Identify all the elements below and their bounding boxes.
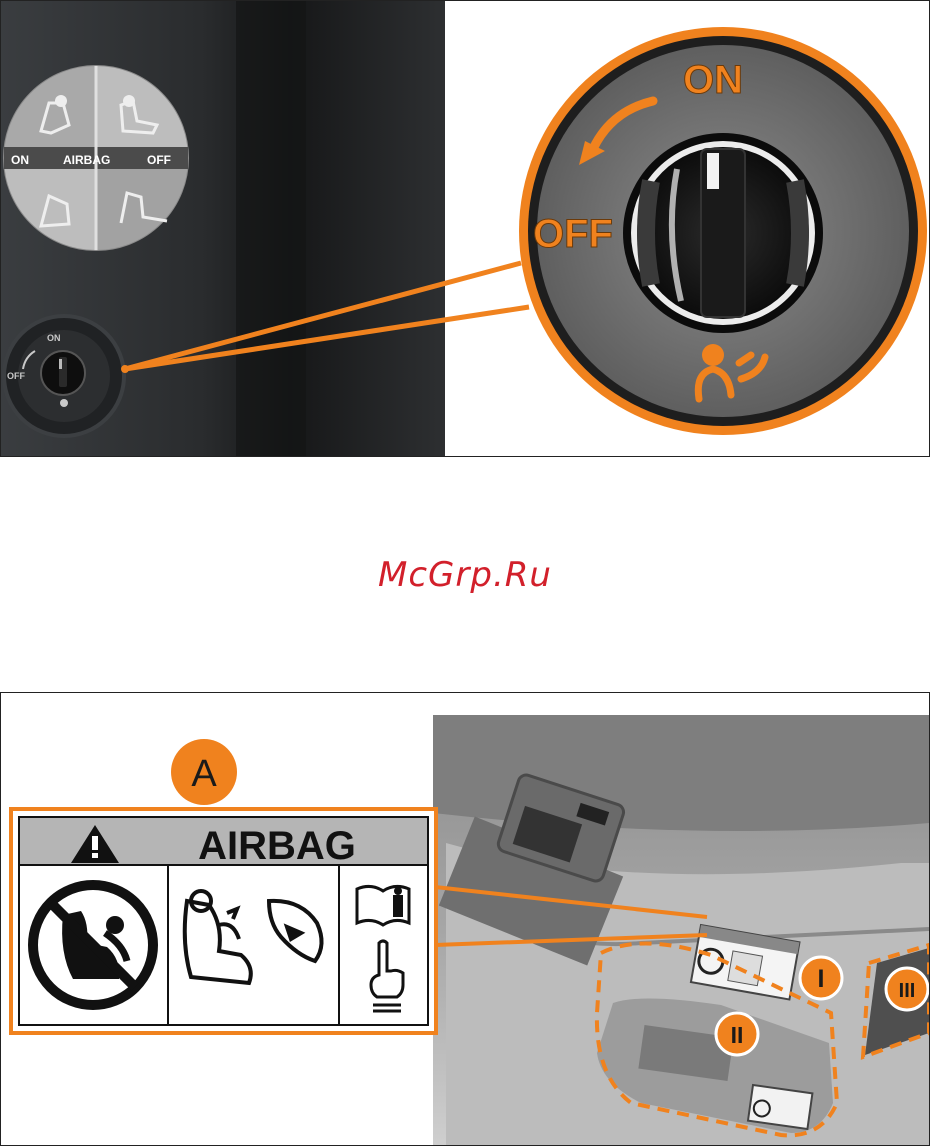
marker-ii: II <box>716 1013 758 1055</box>
marker-iii-label: III <box>899 980 916 1002</box>
marker-i: I <box>800 957 842 999</box>
marker-iii: III <box>886 968 928 1010</box>
airbag-rosette-sticker: ON AIRBAG OFF <box>4 66 188 250</box>
small-switch-on-label: ON <box>47 333 61 343</box>
figure-airbag-switch: ON AIRBAG OFF ON OFF <box>0 0 930 457</box>
rosette-airbag-label: AIRBAG <box>63 153 110 167</box>
rosette-on-label: ON <box>11 153 29 167</box>
callout-a: A <box>171 739 237 805</box>
airbag-key-switch-small: ON OFF <box>4 316 124 436</box>
zoom-on-label: ON <box>683 58 743 102</box>
figure-airbag-switch-svg: ON AIRBAG OFF ON OFF <box>1 1 930 457</box>
figure-airbag-label-svg: I II III A AIRBAG <box>1 693 930 1146</box>
marker-i-label: I <box>818 965 825 993</box>
small-passenger-airbag-icon <box>60 399 68 407</box>
airbag-switch-zoom: ON OFF <box>519 27 927 435</box>
marker-ii-label: II <box>731 1022 744 1048</box>
small-switch-off-label: OFF <box>7 371 25 381</box>
zoom-off-label: OFF <box>533 212 613 256</box>
watermark-text: McGrp.Ru <box>0 555 930 595</box>
rosette-off-label: OFF <box>147 153 171 167</box>
label-title: AIRBAG <box>198 824 356 868</box>
airbag-warning-label: AIRBAG <box>11 809 436 1033</box>
figure-airbag-label-location: I II III A AIRBAG <box>0 692 930 1146</box>
callout-a-label: A <box>191 753 217 795</box>
sun-visor-photo <box>433 715 929 1146</box>
